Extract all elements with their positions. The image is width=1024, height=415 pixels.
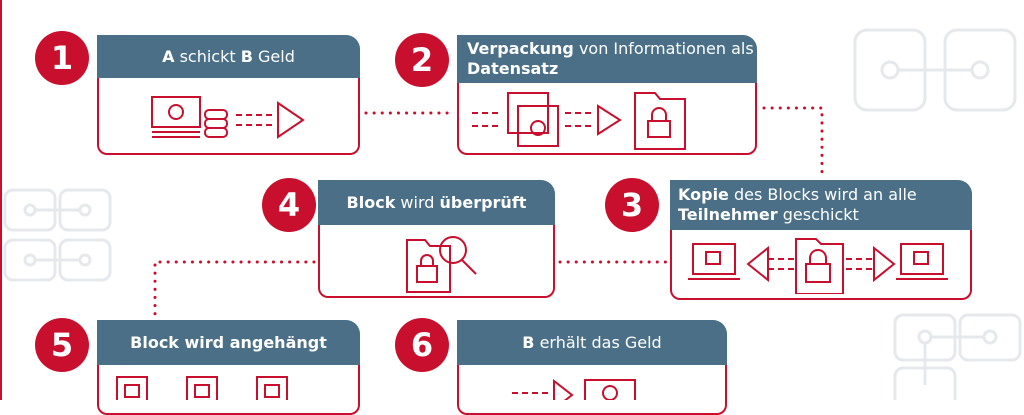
step-4-number: 4 (262, 178, 316, 232)
distribute-icon (688, 238, 948, 294)
step-4-title: Block wird überprüft (318, 180, 555, 225)
inspect-folder-icon (406, 236, 477, 293)
money-icon (151, 96, 305, 139)
floppy-to-folder-icon (472, 92, 686, 150)
step-1-number: 1 (35, 31, 89, 85)
circuit-decoration-icon (853, 28, 1017, 112)
step-6-title: B erhält das Geld (457, 320, 727, 365)
step-2-number: 2 (395, 33, 449, 87)
step-1-title: A schickt B Geld (97, 35, 360, 78)
step-5-number: 5 (35, 318, 89, 372)
receive-money-icon (512, 378, 636, 400)
step-5-title: Block wird angehängt (97, 320, 360, 365)
circuit-decoration-icon (893, 313, 1022, 400)
left-border (0, 0, 2, 400)
circuit-decoration-icon (3, 188, 112, 282)
step-6-number: 6 (395, 318, 449, 372)
step-2-title: Verpackung von Informationen als Datensa… (457, 35, 757, 83)
step-3-number: 3 (605, 178, 659, 232)
step-3-title: Kopie des Blocks wird an alle Teilnehmer… (670, 180, 972, 230)
chain-folders-icon (116, 376, 288, 400)
flow-connectors (153, 106, 824, 320)
